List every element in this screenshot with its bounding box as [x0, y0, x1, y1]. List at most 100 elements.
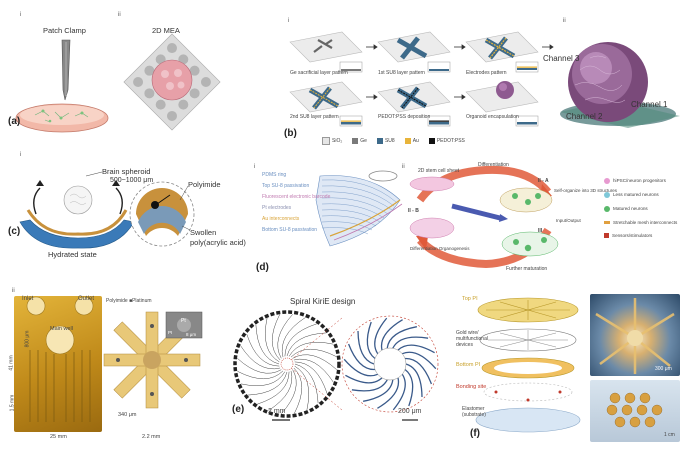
spiral-arm-zoom — [357, 330, 375, 365]
layer-stack — [315, 170, 403, 247]
spiral-arm — [255, 324, 280, 365]
cycle-label: II - A — [538, 178, 549, 184]
polyacrylic-acid-label: poly(acrylic acid) — [190, 238, 246, 247]
sub-label-a-ii: ii — [118, 12, 121, 18]
spiral-arm — [277, 314, 293, 359]
spiral-arm — [237, 370, 284, 380]
legend-item: Matured neurons — [604, 206, 684, 212]
differentiation-cycle — [409, 165, 559, 269]
scale-top: 300 μm — [655, 366, 672, 372]
dim-label: 8 μm — [186, 332, 197, 337]
brain-spheroid-label: Brain spheroid — [102, 167, 151, 176]
spiral-arm-zoom — [362, 379, 394, 402]
spiral-arm-zoom — [366, 321, 376, 360]
spiral-arm — [268, 370, 293, 411]
legend-item: Stretchable mesh interconnects — [604, 220, 684, 225]
cycle-label: II - B — [408, 208, 419, 214]
cycle-label: 2D stem cell sheet — [418, 168, 460, 174]
spiral-arm — [293, 367, 303, 414]
spiral-arm — [292, 354, 337, 370]
spiral-arm — [247, 371, 288, 396]
device-array-photo — [590, 380, 680, 442]
inlet-label: Inlet — [22, 296, 34, 302]
pi-label: PI — [168, 330, 173, 335]
sub-label-b-i: i — [288, 18, 290, 24]
spiral-arm — [293, 358, 334, 383]
panel-label-e: (e) — [232, 404, 245, 415]
organoid-on-mea — [151, 59, 193, 101]
spiral-arm-zoom — [404, 368, 414, 407]
spiral-arm — [264, 318, 280, 363]
outlet-label: Outlet — [78, 296, 95, 302]
material-legend: Polyimide ■Platinum — [106, 298, 152, 304]
sub-label-d-ii: ii — [402, 164, 405, 170]
cycle-label: Differentiation Organogenesis — [410, 246, 470, 251]
legend-item: hiPSC/neuron progenitors — [604, 178, 684, 184]
cycle-label: Self-organize into 3D structures — [554, 188, 618, 193]
panel-label-f: (f) — [470, 428, 480, 439]
layer-label: Pt electrodes — [262, 205, 292, 211]
panel-a-illustration — [15, 33, 221, 133]
cycle-label: Input/Output — [556, 218, 581, 223]
channel-2-label: Channel 2 — [566, 112, 603, 121]
hydrated-state-label: Hydrated state — [48, 250, 97, 259]
spiral-arm-zoom — [404, 357, 433, 385]
scale-right: 200 μm — [398, 408, 422, 415]
sub-label-a-i: i — [20, 12, 22, 18]
spiral-arm-zoom — [392, 373, 406, 411]
spiral-arm — [237, 358, 282, 374]
cross-electrode — [103, 311, 201, 409]
panel-label-c: (c) — [8, 226, 21, 237]
sub-label-b-ii: ii — [563, 18, 566, 24]
spiral-arm — [281, 317, 306, 358]
legend-item: PEDOT:PSS — [428, 137, 465, 145]
spiral-arm — [294, 361, 328, 394]
device-array-detail — [606, 392, 663, 428]
layer-gold-wire: Gold wire/ multifunctional devices — [456, 330, 488, 348]
sub-label-d-i: i — [254, 164, 256, 170]
spiral-arm-zoom — [380, 319, 403, 351]
panel-label-b: (b) — [284, 128, 297, 139]
spiral-arm-zoom — [351, 379, 388, 392]
spiral-arm — [281, 369, 297, 414]
legend-item: Sensors/stimulators — [604, 233, 684, 238]
patch-clamp-title: Patch Clamp — [43, 26, 86, 35]
gold-chip-photo — [14, 296, 102, 432]
legend-item: Less matured neurons — [604, 192, 684, 198]
spiral-arm — [290, 348, 337, 358]
spiral-arm — [257, 371, 290, 405]
dim-label: 340 μm — [118, 412, 137, 418]
spiral-arm — [240, 345, 281, 370]
step-label-1: Ge sacrificial layer pattern — [290, 70, 348, 76]
spiral-arm — [246, 334, 280, 367]
panel-label-a: (a) — [8, 116, 21, 127]
panel-d-layer-legend: PDMS ring Top SU-8 passivation Fluoresce… — [262, 172, 330, 233]
layer-label: Au interconnects — [262, 216, 300, 222]
spiral-arm — [288, 341, 333, 357]
legend-item: Au — [404, 137, 419, 145]
spiral-arm-zoom — [377, 377, 400, 409]
layer-label: Bottom SU-8 passivation — [262, 227, 318, 233]
spiral-kirie-title: Spiral KiriE design — [290, 297, 356, 306]
spiral-arm — [241, 371, 286, 387]
swollen-label: Swollen — [190, 228, 217, 237]
chip-detail-illustration — [26, 296, 203, 422]
spiral-arm-zoom — [392, 336, 429, 349]
panel-d-cell-legend: hiPSC/neuron progenitors Less matured ne… — [604, 178, 684, 238]
layer-label: Top SU-8 passivation — [262, 183, 310, 189]
step-label-3: Electrodes pattern — [466, 70, 507, 76]
spiral-arm-zoom — [374, 317, 388, 355]
panel-c-illustration — [19, 171, 195, 249]
sub-label-c-i: i — [20, 152, 22, 158]
main-well-label: Main well — [50, 326, 73, 332]
brain-spheroid — [63, 185, 93, 215]
step-label-6: Organoid encapsulation — [466, 114, 519, 120]
channel-3-label: Channel 3 — [543, 54, 580, 63]
spiral-arm-zoom — [405, 363, 423, 398]
layer-elastomer: Elastomer (substrate) — [462, 406, 486, 418]
layer-label: Fluorescent electronic barcode — [262, 194, 331, 200]
spiral-arm-zoom — [402, 351, 437, 370]
organoid-channels-illustration — [560, 42, 680, 128]
spiral-arm-zoom — [343, 358, 378, 377]
